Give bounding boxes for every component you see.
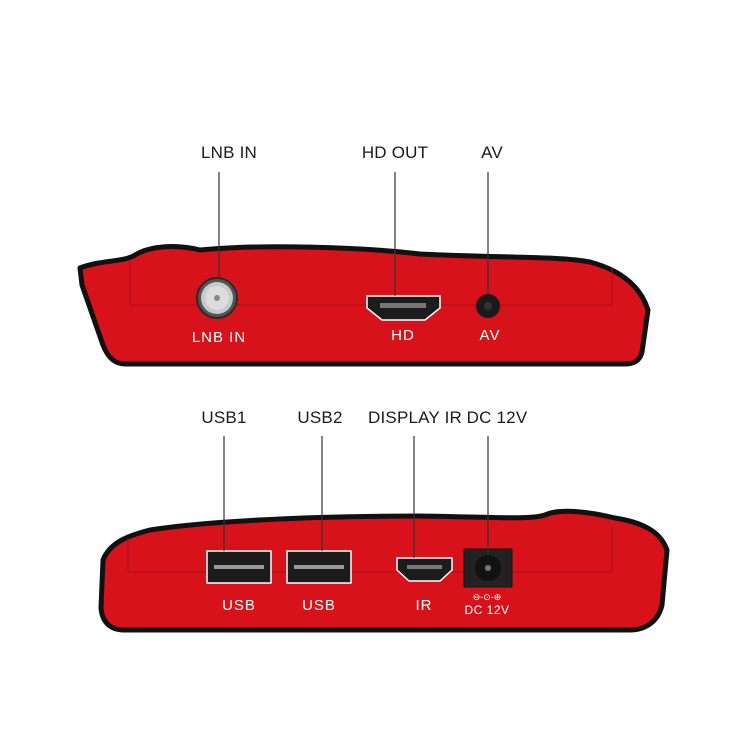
av-port-label: AV <box>480 327 501 344</box>
usb2-port-label: USB <box>302 597 336 614</box>
hd-out-port <box>366 295 441 321</box>
lnb-in-port-label: LNB IN <box>192 329 246 346</box>
bottom-device-panel-line <box>127 526 613 573</box>
bottom-device: USB USB IR ⊖-⊙-⊕ DC 12V <box>98 508 670 633</box>
usb1-callout: USB1 <box>201 408 247 427</box>
hd-port-label: HD <box>391 327 415 344</box>
ir-port <box>396 557 453 582</box>
display-ir-callout: DISPLAY IR <box>368 408 462 427</box>
usb2-port <box>286 550 352 584</box>
dc-12v-callout: DC 12V <box>466 408 528 427</box>
ir-port-label: IR <box>416 597 433 614</box>
dc-port-label: DC 12V <box>464 603 509 617</box>
top-device: LNB IN HD AV <box>77 244 651 367</box>
usb2-callout: USB2 <box>297 408 343 427</box>
dc-port <box>463 548 513 588</box>
lnb-in-port <box>196 277 238 319</box>
dc-polarity-symbol: ⊖-⊙-⊕ <box>473 592 502 602</box>
av-port <box>476 294 500 318</box>
av-callout: AV <box>481 143 503 162</box>
usb1-port-label: USB <box>222 597 256 614</box>
hd-out-callout: HD OUT <box>361 143 429 162</box>
lnb-in-callout: LNB IN <box>201 143 257 162</box>
usb1-port <box>206 550 272 584</box>
bottom-device-body <box>98 508 670 633</box>
